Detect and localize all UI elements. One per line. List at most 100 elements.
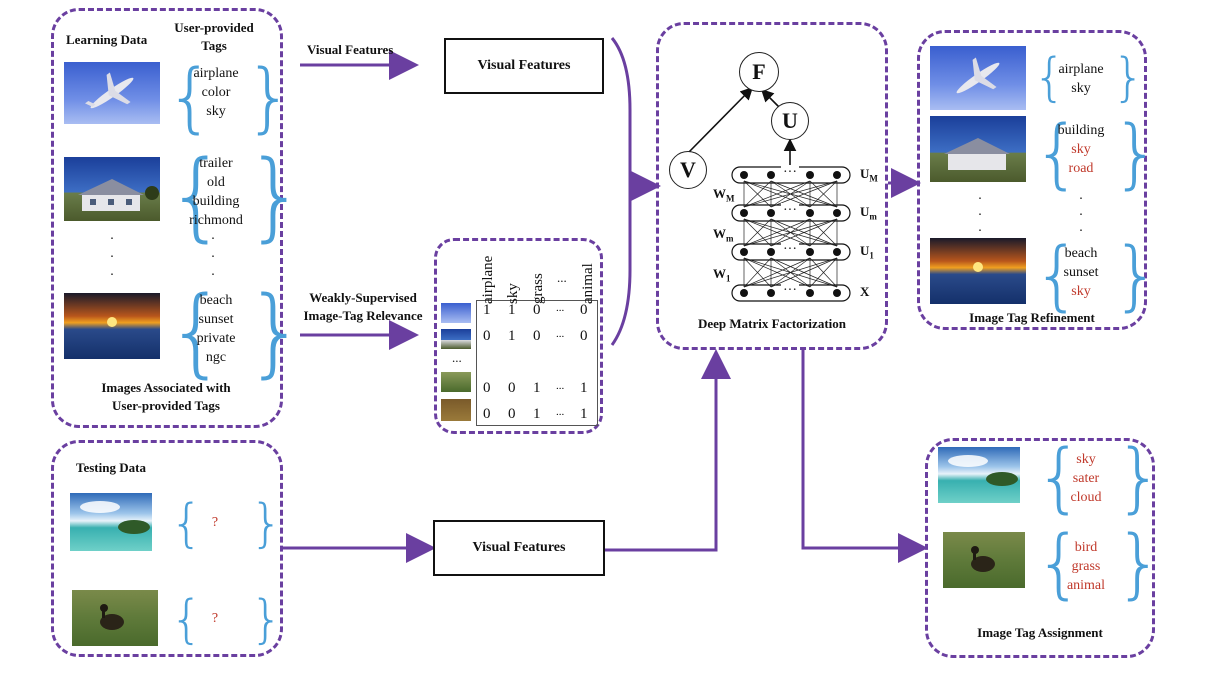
matrix-cell: ... [556, 406, 565, 418]
matrix-column-header: animal [580, 263, 596, 304]
ellipsis-dot: . [110, 264, 114, 279]
assigned-tag: bird [1074, 540, 1098, 555]
weak-supervision-label-1: Weakly-Supervised [309, 290, 417, 305]
dmf-layer-label: U1 [860, 243, 874, 261]
learning-tag: sky [206, 104, 226, 119]
dmf-connection [743, 257, 811, 288]
dmf-neuron [767, 248, 775, 256]
matrix-cell: 1 [483, 302, 491, 318]
matrix-cell: 1 [580, 380, 588, 396]
unknown-tag: ? [211, 515, 219, 530]
matrix-grid [476, 300, 598, 426]
dmf-layer-dots: ··· [781, 242, 799, 258]
ellipsis-dot: . [110, 228, 114, 243]
right-brace-icon: } [1112, 108, 1161, 197]
matrix-column-header: airplane [480, 255, 496, 304]
left-brace-icon: { [166, 52, 215, 141]
matrix-cell: 1 [533, 406, 541, 422]
learning-tag: richmond [189, 213, 243, 228]
matrix-column-header: grass [530, 273, 546, 304]
dmf-neuron [740, 209, 748, 217]
relevance-matrix-panel [434, 238, 603, 434]
learning-tag: old [207, 175, 225, 190]
dmf-layer-label: UM [860, 166, 878, 184]
dmf-neuron [767, 209, 775, 217]
matrix-cell: ... [556, 328, 565, 340]
node-V: V [669, 151, 707, 189]
ellipsis-dot: . [1079, 220, 1083, 235]
learning-tag: beach [199, 293, 233, 308]
assigned-tag: animal [1066, 578, 1106, 593]
arrow-dmf-to-assignment [801, 350, 928, 563]
right-brace-icon: } [250, 590, 284, 650]
dmf-connection [809, 180, 838, 208]
dmf-layer-label: X [860, 284, 870, 299]
ellipsis-dot: . [1079, 188, 1083, 203]
learning-data-title: Learning Data [66, 32, 148, 47]
ellipsis-dot: . [211, 246, 215, 261]
matrix-cell: 0 [508, 406, 516, 422]
dmf-connection [743, 257, 772, 288]
matrix-row-dots: ... [452, 350, 462, 365]
ellipsis-dot: . [978, 204, 982, 219]
refinement-panel [917, 30, 1147, 330]
dmf-neuron [767, 171, 775, 179]
dmf-title: Deep Matrix Factorization [697, 316, 846, 331]
user-tags-title-1: User-provided [174, 20, 254, 35]
dmf-layer-dots: ··· [781, 283, 799, 299]
dmf-connection [770, 218, 838, 247]
ellipsis-dot: . [1079, 204, 1083, 219]
left-brace-icon: { [1035, 518, 1084, 607]
dmf-weight-label: Wm [713, 226, 734, 244]
dmf-connection [770, 180, 838, 208]
learning-data-panel [51, 8, 283, 428]
beach-island-photo [70, 493, 152, 551]
dmf-neuron [806, 289, 814, 297]
learning-caption-2: User-provided Tags [112, 398, 220, 413]
learning-tag: airplane [193, 66, 239, 81]
bird-grass-photo [72, 590, 158, 646]
dmf-connection [743, 180, 838, 208]
learning-tag: building [192, 194, 240, 209]
dmf-connection [743, 180, 772, 208]
matrix-cell: 0 [483, 406, 491, 422]
node-U: U [771, 102, 809, 140]
left-brace-icon: { [170, 494, 204, 554]
testing-data-panel [51, 440, 283, 657]
matrix-cell: 1 [580, 406, 588, 422]
airplane-photo [930, 46, 1026, 110]
left-brace-icon: { [1035, 432, 1084, 521]
ellipsis-dot: . [211, 264, 215, 279]
house-photo [441, 329, 471, 349]
user-tags-title-2: Tags [201, 38, 227, 53]
learning-tag: ngc [205, 350, 227, 365]
learning-tag: color [201, 85, 231, 100]
right-brace-icon: } [1112, 230, 1161, 319]
matrix-cell: ... [556, 380, 565, 392]
dmf-connection [770, 257, 838, 288]
dmf-neuron [806, 171, 814, 179]
refined-tag-new: sky [1071, 284, 1091, 299]
left-brace-icon: { [1033, 230, 1082, 319]
arrow-test-to-dmf [605, 349, 731, 552]
cow-photo [441, 399, 471, 421]
sunset-photo [64, 293, 160, 359]
assignment-panel [925, 438, 1155, 658]
assigned-tag: cloud [1070, 490, 1102, 505]
assigned-tag: sky [1076, 452, 1096, 467]
left-brace-icon: { [1033, 108, 1082, 197]
left-brace-icon: { [1033, 48, 1067, 108]
unknown-tag: ? [211, 611, 219, 626]
dmf-neuron [740, 171, 748, 179]
visual-features-box: Visual Features [444, 38, 604, 94]
matrix-cell: ... [556, 302, 565, 314]
matrix-cell: 0 [533, 328, 541, 344]
dmf-neuron [833, 248, 841, 256]
right-brace-icon: } [245, 140, 307, 252]
dmf-layer-label: Um [860, 204, 877, 222]
assignment-title: Image Tag Assignment [977, 625, 1103, 640]
left-brace-icon: { [166, 276, 228, 388]
dmf-connection [809, 218, 838, 247]
refined-tag: building [1057, 123, 1105, 138]
learning-tag: trailer [199, 156, 233, 171]
